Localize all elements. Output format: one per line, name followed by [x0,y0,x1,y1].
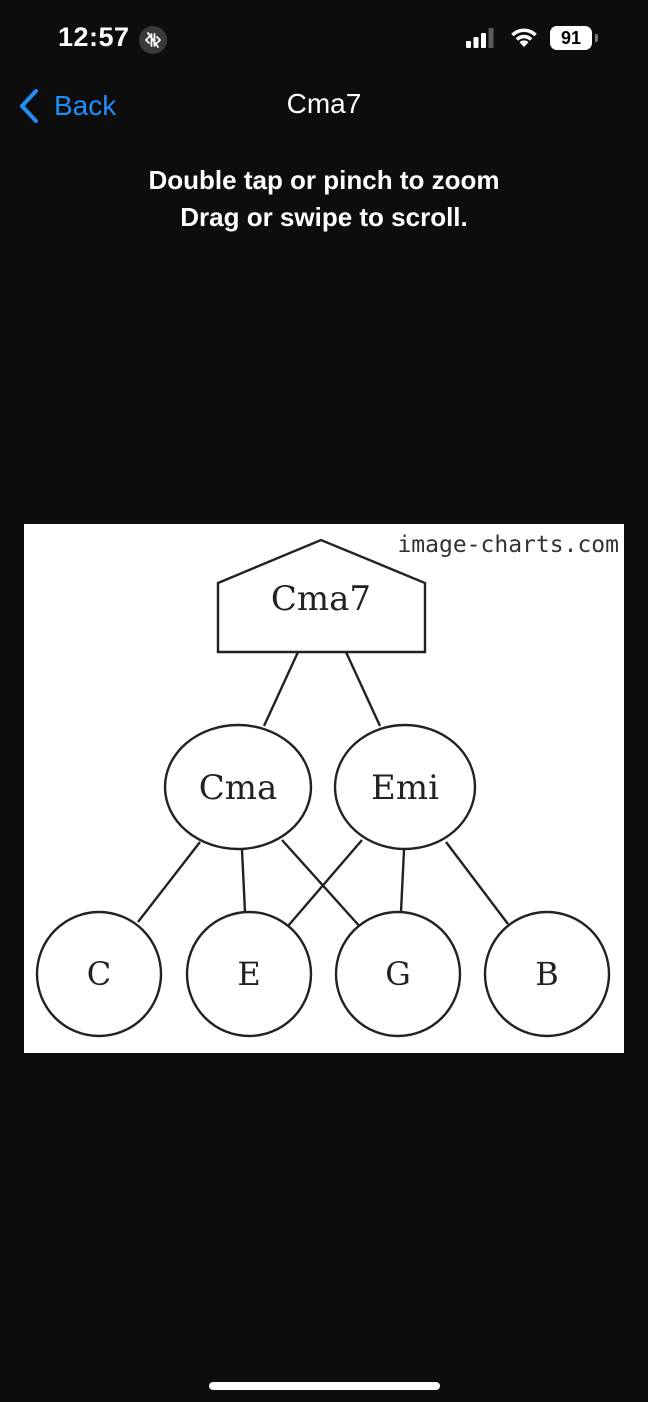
status-bar: 12:57 91 [0,0,648,80]
edge-cma-g [281,839,363,930]
edge-cma-c [137,841,201,923]
node-c-label: C [87,955,111,993]
back-label: Back [54,90,117,121]
edge-emi-b [445,841,509,925]
chord-diagram: Cma7 Cma Emi C E G B image-charts.com [24,524,624,1053]
battery-tip [595,34,598,42]
edge-cma7-emi [344,651,382,727]
back-button[interactable]: Back [18,86,116,126]
node-emi-label: Emi [371,768,439,808]
node-cma-label: Cma [199,768,278,808]
node-e-shape [185,910,313,1038]
navigation-bar: Cma7 Back [0,80,648,130]
node-cma7-shape [216,538,427,654]
nav-title: Cma7 [286,88,362,119]
node-e-label: E [237,955,260,993]
node-emi-shape [333,723,477,851]
instruction-line-scroll: Drag or swipe to scroll. [180,202,468,232]
zoom-instructions: Double tap or pinch to zoom Drag or swip… [0,162,648,236]
node-cma7-label: Cma7 [271,579,371,619]
edge-cma-e [240,849,247,913]
edge-emi-e [287,839,363,927]
status-time: 12:57 [58,22,130,52]
node-g-label: G [385,955,411,993]
instruction-line-zoom: Double tap or pinch to zoom [148,165,500,195]
watermark: image-charts.com [397,532,619,558]
focus-mode-icon [139,26,167,54]
edge-cma7-cma [262,651,300,727]
node-c-shape [35,910,163,1038]
home-indicator[interactable] [209,1382,440,1390]
chord-diagram-image[interactable]: Cma7 Cma Emi C E G B image-charts.com [24,524,624,1053]
edge-emi-g [399,849,406,913]
wifi-icon [511,28,537,47]
chevron-left-icon [20,89,38,123]
cellular-signal-icon [466,28,494,48]
battery-indicator: 91 [550,26,600,50]
node-g-shape [334,910,462,1038]
node-cma-shape [163,723,313,851]
node-b-label: B [535,955,559,993]
battery-level: 91 [550,26,592,50]
node-b-shape [483,910,611,1038]
